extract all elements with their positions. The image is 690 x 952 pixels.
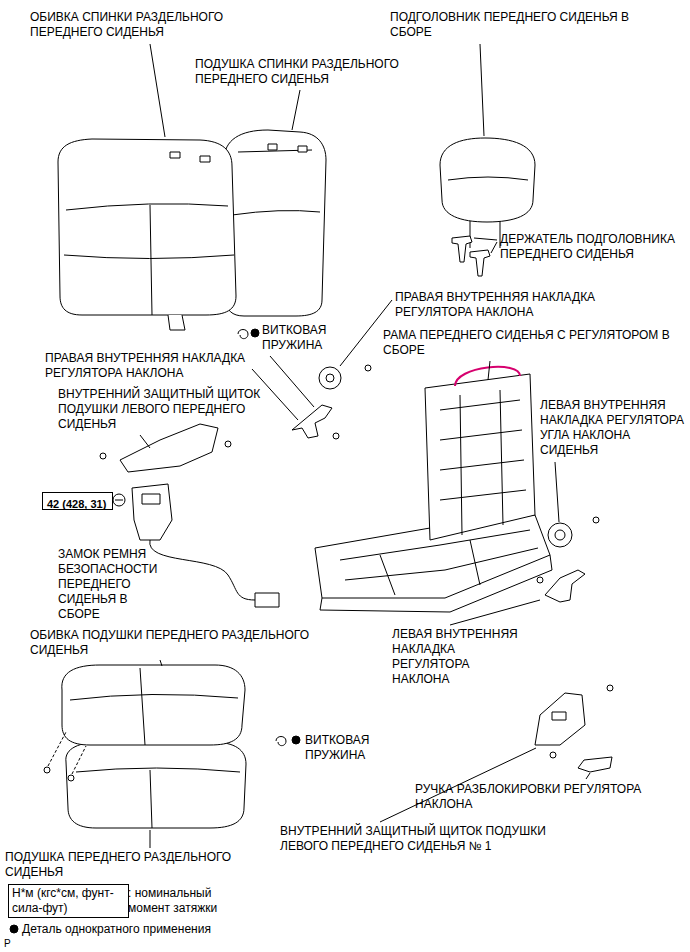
single-use-mark [251, 329, 259, 337]
shield-slot [552, 712, 566, 720]
wire-connector [255, 593, 279, 607]
screw [593, 517, 599, 523]
leader-line [140, 435, 150, 448]
part-name: РУЧКА РАЗБЛОКИРОВКИ РЕГУЛЯТОРА НАКЛОНА [415, 782, 670, 812]
figure-code: P [4, 936, 24, 951]
screw [333, 433, 339, 439]
leader-line [270, 356, 314, 407]
headrest [440, 138, 535, 222]
screw [100, 453, 106, 459]
back-cover-seam [64, 204, 234, 315]
seat-cushion-seam [76, 768, 240, 828]
leader-line [150, 44, 165, 137]
recliner-cover-hub [555, 530, 565, 540]
leader-line [586, 773, 590, 779]
part-name: ЛЕВАЯ ВНУТРЕННЯЯ НАКЛАДКА РЕГУЛЯТОРА УГЛ… [540, 398, 685, 458]
screw [365, 365, 371, 371]
part-name: РАМА ПЕРЕДНЕГО СИДЕНЬЯ С РЕГУЛЯТОРОМ В С… [383, 328, 683, 358]
seat-frame-springs [440, 390, 526, 535]
part-name: ОБИВКА ПОДУШКИ ПЕРЕДНЕГО РАЗДЕЛЬНОГО СИД… [30, 628, 350, 658]
recliner-cover-hub [326, 374, 334, 382]
cover-tab [170, 152, 180, 158]
cushion-shield-no1 [535, 693, 585, 745]
cushion-tab [268, 144, 277, 150]
screw [537, 577, 543, 583]
coil-spring [276, 737, 286, 746]
part-name: ОБИВКА СПИНКИ РАЗДЕЛЬНОГО ПЕРЕДНЕГО СИДЕ… [30, 10, 280, 40]
torque-spec-box: 42 (428, 31) [42, 492, 113, 510]
leader-line [292, 90, 300, 130]
legend-text: Деталь однократного применения [22, 922, 211, 937]
legend-text: : номинальный момент затяжки [128, 886, 243, 916]
headrest-seam [448, 177, 528, 180]
part-name: ПОДГОЛОВНИК ПЕРЕДНЕГО СИДЕНЬЯ В СБОРЕ [390, 10, 630, 40]
coil-spring [238, 330, 248, 339]
leader-line [160, 660, 162, 666]
part-name: ПОДУШКА СПИНКИ РАЗДЕЛЬНОГО ПЕРЕДНЕГО СИД… [195, 57, 435, 87]
cushion-cover-seam [70, 668, 238, 745]
release-knob [578, 757, 612, 772]
seat-frame-back [425, 374, 535, 540]
seat-cushion [66, 742, 246, 828]
bolt [113, 494, 125, 506]
single-use-mark [10, 925, 18, 933]
torque-unit-box: Н*м (кгс*см, фунт-сила-фут) [8, 884, 129, 918]
part-name: ВНУТРЕННИЙ ЗАЩИТНЫЙ ЩИТОК ПОДУШКИ ЛЕВОГО… [280, 824, 570, 854]
back-cover [58, 139, 236, 315]
single-use-mark [292, 736, 300, 744]
buckle-slot [142, 494, 160, 504]
part-name: ДЕРЖАТЕЛЬ ПОДГОЛОВНИКА ПЕРЕДНЕГО СИДЕНЬЯ [500, 232, 675, 262]
part-name: ВНУТРЕННИЙ ЗАЩИТНЫЙ ЩИТОК ПОДУШКИ ЛЕВОГО… [58, 387, 273, 432]
screw [225, 441, 231, 447]
cushion-cover [62, 665, 245, 745]
back-cushion-seam [232, 150, 320, 215]
part-name: ПОДУШКА ПЕРЕДНЕГО РАЗДЕЛЬНОГО СИДЕНЬЯ [5, 850, 267, 880]
leader-line [150, 830, 151, 848]
back-cushion [224, 130, 326, 316]
part-name: ПРАВАЯ ВНУТРЕННЯЯ НАКЛАДКА РЕГУЛЯТОРА НА… [45, 351, 280, 381]
clip [44, 767, 50, 773]
cushion-shield [120, 424, 218, 472]
seat-belt-buckle [132, 484, 172, 540]
leader-line [555, 462, 559, 522]
seat-frame-rail [320, 530, 552, 612]
leader-line [480, 44, 484, 136]
headrest-holder [470, 250, 490, 276]
leader-lines [140, 44, 590, 848]
hidden-line [48, 732, 86, 774]
recliner-lever [545, 570, 585, 602]
legend-entry: Деталь однократного применения [22, 922, 262, 937]
recliner-cover [548, 523, 572, 547]
clip [68, 775, 74, 781]
part-name: ПРАВАЯ ВНУТРЕННЯЯ НАКЛАДКА РЕГУЛЯТОРА НА… [395, 290, 650, 320]
buckle-wire [150, 540, 255, 600]
box-text: 42 (428, 31) [47, 497, 106, 511]
leader-line [488, 361, 490, 380]
headrest-holder [452, 236, 472, 262]
bolt-slot [115, 500, 123, 501]
leader-line [474, 238, 497, 253]
legend-entry: : номинальный момент затяжки [128, 886, 243, 916]
cover-tab [200, 156, 210, 162]
part-name: ЗАМОК РЕМНЯ БЕЗОПАСНОСТИ ПЕРЕДНЕГО СИДЕН… [58, 547, 168, 622]
screw [550, 752, 556, 758]
part-name: ВИТКОВАЯ ПРУЖИНА [305, 733, 385, 763]
frame-highlight [455, 367, 520, 386]
leader-line [450, 600, 540, 625]
part-name: ЛЕВАЯ ВНУТРЕННЯЯ НАКЛАДКА РЕГУЛЯТОРА НАК… [392, 627, 524, 687]
recliner-lever [292, 405, 332, 438]
box-text: Н*м (кгс*см, фунт-сила-фут) [12, 886, 124, 916]
recliner-cover [319, 367, 341, 389]
cover-flap [168, 315, 185, 330]
part-name: ВИТКОВАЯ ПРУЖИНА [262, 323, 342, 353]
cushion-tab [298, 146, 307, 152]
screw [607, 685, 613, 691]
